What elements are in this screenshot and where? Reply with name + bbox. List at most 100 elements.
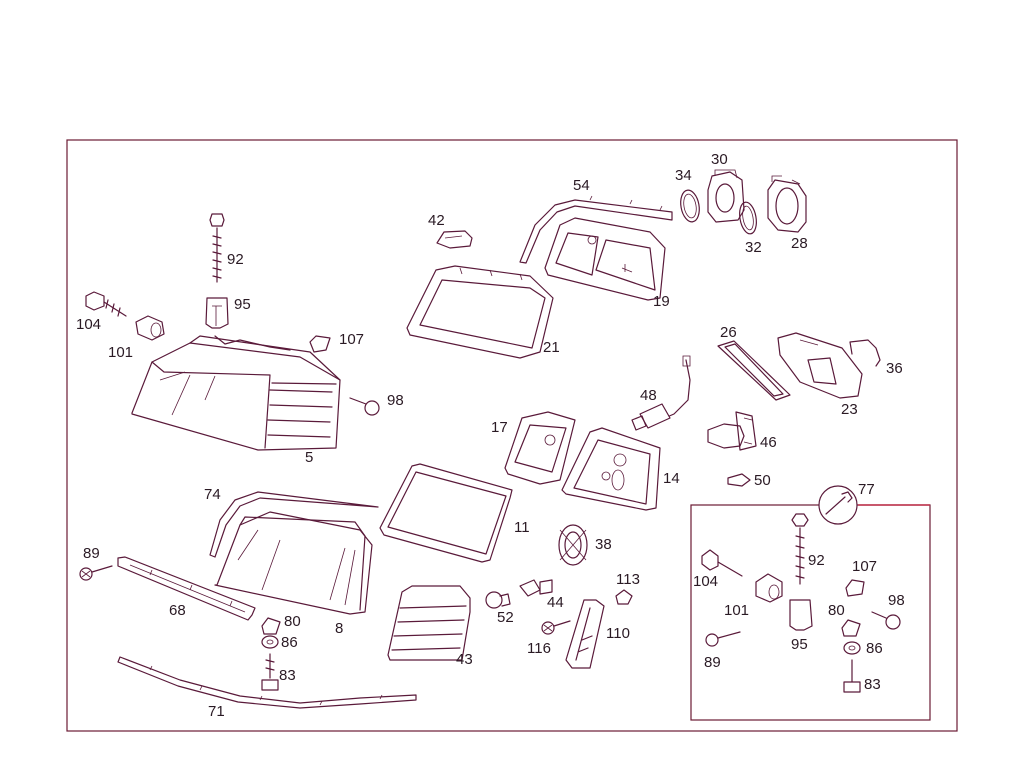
part-104-screw[interactable]: [85, 291, 127, 317]
part-38-bulb-socket[interactable]: [558, 524, 588, 566]
callout-80: 80: [284, 613, 301, 630]
kit-part-101-spacer[interactable]: [755, 573, 783, 603]
callout-30: 30: [711, 151, 728, 168]
callout-71: 71: [208, 703, 225, 720]
callout-43: 43: [456, 651, 473, 668]
callout-44: 44: [547, 594, 564, 611]
callout-116: 116: [527, 640, 551, 657]
callout-101: 101: [108, 344, 133, 361]
callout-42: 42: [428, 212, 445, 229]
part-26-gasket-plate[interactable]: [717, 340, 791, 401]
part-107-clip[interactable]: [309, 335, 331, 353]
callout-14: 14: [663, 470, 680, 487]
diagram-frame: [66, 139, 958, 732]
kit-callout-92: 92: [808, 552, 825, 569]
part-80-clip[interactable]: [261, 617, 281, 635]
callout-89: 89: [83, 545, 100, 562]
kit-part-104-screw[interactable]: [701, 549, 743, 577]
part-48-cable-plug[interactable]: [631, 355, 691, 431]
part-labels: 5 8 11 14 17 19 21 23 26 28 30 32 34 36 …: [76, 151, 903, 720]
kit-callout-101: 101: [724, 602, 749, 619]
callout-77: 77: [858, 481, 875, 498]
part-30-bulb-holder[interactable]: [707, 169, 745, 223]
part-14-housing[interactable]: [561, 427, 661, 511]
callout-95: 95: [234, 296, 251, 313]
part-74-trim-strip[interactable]: [209, 491, 379, 558]
part-19-reflector-housing[interactable]: [544, 217, 666, 301]
kit-part-107-clip[interactable]: [845, 579, 865, 597]
callout-74: 74: [204, 486, 221, 503]
callout-50: 50: [754, 472, 771, 489]
callout-86: 86: [281, 634, 298, 651]
callout-68: 68: [169, 602, 186, 619]
callout-104: 104: [76, 316, 101, 333]
part-17-cover[interactable]: [504, 411, 576, 485]
part-42-clip[interactable]: [436, 230, 473, 249]
kit-wrench-symbol: [818, 485, 858, 525]
part-52-bulb[interactable]: [485, 591, 511, 609]
kit-part-80-clip[interactable]: [841, 619, 861, 637]
part-36-wire-clip[interactable]: [849, 339, 881, 367]
part-43-indicator-lens[interactable]: [387, 585, 471, 661]
part-28-bulb-holder[interactable]: [767, 175, 807, 233]
part-92-bolt[interactable]: [209, 213, 225, 283]
callout-38: 38: [595, 536, 612, 553]
kit-part-95-clip-nut[interactable]: [789, 599, 813, 631]
callout-23: 23: [841, 401, 858, 418]
callout-113: 113: [616, 571, 640, 588]
kit-callout-89: 89: [704, 654, 721, 671]
part-101-spacer[interactable]: [135, 315, 165, 341]
part-113-clip[interactable]: [615, 589, 633, 605]
part-116-screw[interactable]: [541, 620, 571, 635]
part-89-screw[interactable]: [79, 565, 113, 581]
part-71-seal-strip[interactable]: [117, 656, 417, 709]
part-5-headlamp-assembly[interactable]: [131, 335, 341, 451]
part-110-holder-bracket[interactable]: [565, 599, 605, 669]
callout-48: 48: [640, 387, 657, 404]
callout-21: 21: [543, 339, 560, 356]
kit-part-98-screw[interactable]: [871, 611, 901, 630]
kit-callout-98: 98: [888, 592, 905, 609]
kit-callout-104: 104: [693, 573, 718, 590]
kit-labels: 92 104 107 101 80 98 95 86 89 83: [693, 552, 905, 693]
callout-98: 98: [387, 392, 404, 409]
callout-32: 32: [745, 239, 762, 256]
part-34-seal-ring[interactable]: [678, 189, 701, 224]
part-50-small-bulb[interactable]: [727, 473, 751, 487]
part-46-headlight-bulb[interactable]: [707, 411, 757, 451]
kit-callout-80: 80: [828, 602, 845, 619]
part-11-lens-gasket[interactable]: [379, 463, 513, 563]
part-32-seal-ring[interactable]: [737, 201, 758, 235]
part-86-washer[interactable]: [261, 635, 279, 649]
kit-callout-95: 95: [791, 636, 808, 653]
callout-19: 19: [653, 293, 670, 310]
part-8-headlamp-lens[interactable]: [214, 511, 373, 615]
part-98-screw[interactable]: [349, 397, 380, 416]
part-23-bracket[interactable]: [777, 332, 863, 399]
part-68-lower-rail[interactable]: [117, 556, 256, 621]
part-83-bolt[interactable]: [261, 653, 279, 691]
callout-11: 11: [514, 519, 530, 536]
kit-part-86-washer[interactable]: [843, 641, 861, 655]
kit-callout-86: 86: [866, 640, 883, 657]
part-44-socket[interactable]: [519, 579, 553, 597]
kit-callout-83: 83: [864, 676, 881, 693]
callout-52: 52: [497, 609, 514, 626]
callout-5: 5: [305, 449, 313, 466]
callout-17: 17: [491, 419, 508, 436]
callout-92: 92: [227, 251, 244, 268]
part-21-reflector-frame[interactable]: [406, 265, 554, 359]
kit-part-89-screw[interactable]: [705, 631, 741, 647]
callout-107: 107: [339, 331, 364, 348]
callout-110: 110: [606, 625, 630, 642]
kit-inset-frame: [690, 504, 931, 721]
part-54-trim-rail[interactable]: [519, 195, 673, 264]
callout-54: 54: [573, 177, 590, 194]
kit-part-92-bolt[interactable]: [791, 513, 809, 585]
callout-46: 46: [760, 434, 777, 451]
part-95-clip-nut[interactable]: [205, 297, 229, 329]
callout-36: 36: [886, 360, 903, 377]
callout-34: 34: [675, 167, 692, 184]
kit-part-83-bolt[interactable]: [843, 659, 861, 693]
